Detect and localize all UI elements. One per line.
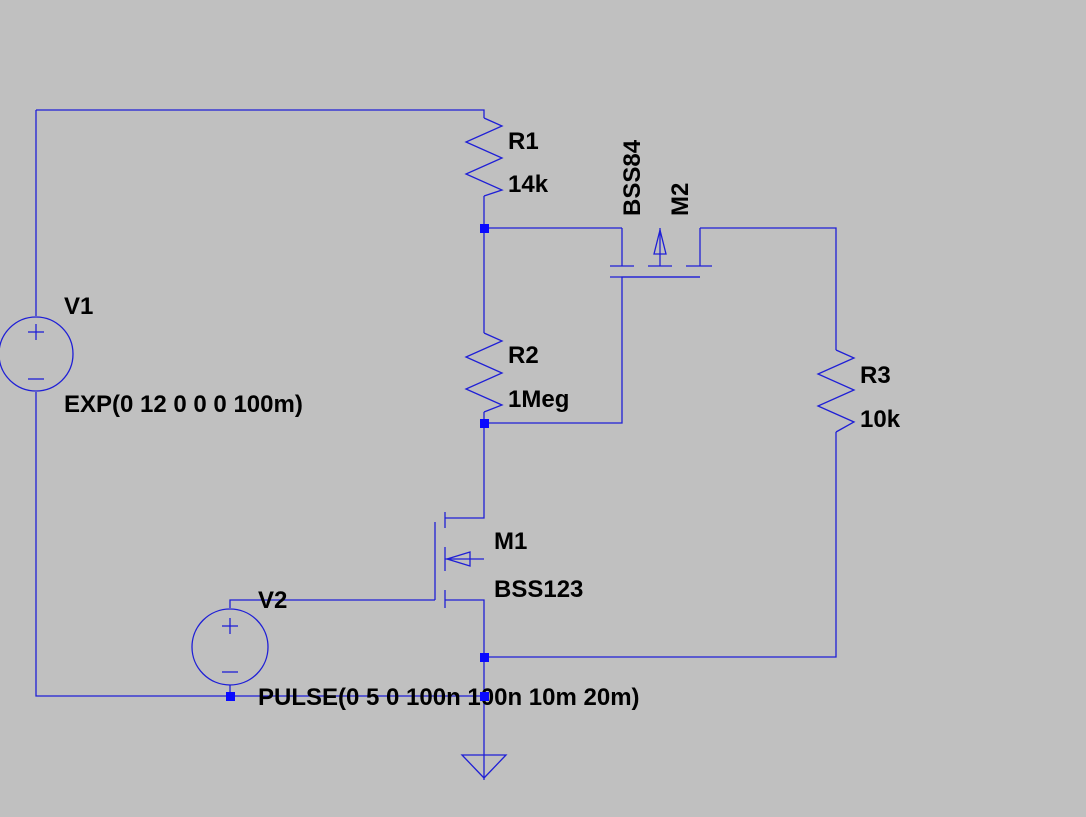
voltage-source-v2[interactable]: V2 PULSE(0 5 0 100n 100n 10m 20m) <box>191 587 640 711</box>
m2-value-label: BSS84 <box>619 139 646 216</box>
r1-name-label: R1 <box>508 128 539 155</box>
r2-name-label: R2 <box>508 342 539 369</box>
junctions <box>226 224 489 701</box>
m1-body-arrow <box>444 551 471 567</box>
wire-v1-bottom[interactable] <box>35 392 484 697</box>
v2-value-label: PULSE(0 5 0 100n 100n 10m 20m) <box>258 684 640 711</box>
m1-value-label: BSS123 <box>494 576 583 603</box>
junction-ground[interactable] <box>480 692 489 701</box>
wire-v2-gate[interactable] <box>229 599 435 608</box>
pmos-m2[interactable]: BSS84 M2 <box>610 139 712 278</box>
v1-circle <box>0 316 74 392</box>
v1-value-label: EXP(0 12 0 0 0 100m) <box>64 391 303 418</box>
v1-name-label: V1 <box>64 293 93 320</box>
wires <box>35 109 837 780</box>
ground-symbol[interactable] <box>460 754 508 779</box>
nmos-m1[interactable]: M1 BSS123 <box>434 512 583 608</box>
wire-top[interactable] <box>36 109 485 118</box>
voltage-source-v1[interactable]: V1 EXP(0 12 0 0 0 100m) <box>0 293 303 418</box>
resistor-r2[interactable]: R2 1Meg <box>464 332 569 413</box>
m2-name-label: M2 <box>667 183 694 216</box>
r3-value-label: 10k <box>860 406 901 433</box>
resistor-r3-zigzag <box>816 349 856 433</box>
wire-r2-to-m1-drain[interactable] <box>445 412 485 519</box>
v2-circle <box>191 608 269 686</box>
resistor-r1[interactable]: R1 14k <box>464 117 549 198</box>
m1-name-label: M1 <box>494 528 527 555</box>
r3-name-label: R3 <box>860 362 891 389</box>
wire-r3-to-ground-node[interactable] <box>484 432 837 658</box>
resistor-r3[interactable]: R3 10k <box>816 349 901 433</box>
junction-r2-m1[interactable] <box>480 419 489 428</box>
r2-value-label: 1Meg <box>508 386 569 413</box>
ground-triangle <box>460 754 508 779</box>
m2-body-arrow <box>653 229 667 255</box>
junction-r1-r2[interactable] <box>480 224 489 233</box>
wire-m2-drain-to-r3[interactable] <box>700 227 837 350</box>
resistor-r1-zigzag <box>464 117 504 197</box>
resistor-r2-zigzag <box>464 332 504 413</box>
junction-m1-r3[interactable] <box>480 653 489 662</box>
wire-m1-source[interactable] <box>445 599 485 780</box>
v2-name-label: V2 <box>258 587 287 614</box>
junction-v2-bottom[interactable] <box>226 692 235 701</box>
r1-value-label: 14k <box>508 171 549 198</box>
